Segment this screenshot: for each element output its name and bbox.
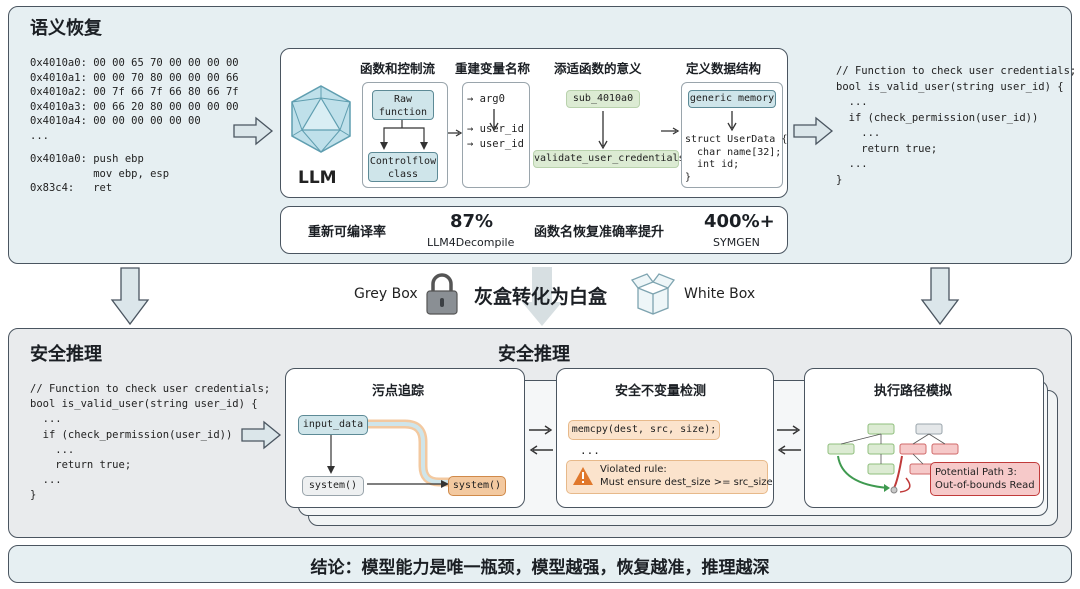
rename-lines: → arg0 → user_id → user_id — [467, 93, 524, 150]
reasoning-code-block: // Function to check user credentials; b… — [30, 383, 271, 502]
recompile-rate-source: LLM4Decompile — [427, 236, 515, 249]
center-down-arrow-icon — [522, 267, 562, 326]
arrow-right-icon — [448, 129, 463, 137]
reasoning-input-arrow-icon — [241, 420, 282, 450]
warning-icon — [573, 467, 593, 485]
struct-arrow-down-icon — [727, 111, 737, 132]
potential-path-note: Potential Path 3: Out-of-bounds Read — [930, 462, 1040, 496]
function-meaning-title: 添适函数的意义 — [554, 61, 642, 76]
sub-4010a0-tag: sub_4010a0 — [566, 90, 640, 108]
assembly-block: 0x4010a0: push ebp mov ebp, esp 0x83c4: … — [30, 153, 170, 194]
name-recovery-label: 函数名恢复准确率提升 — [534, 225, 665, 240]
padlock-icon — [426, 273, 458, 315]
recovered-code-block: // Function to check user credentials; b… — [836, 65, 1077, 186]
control-flow-title: 函数和控制流 — [360, 61, 436, 76]
name-recovery-source: SYMGEN — [713, 236, 760, 249]
recompile-rate-label: 重新可编译率 — [308, 225, 387, 240]
raw-function-node: Raw function — [372, 90, 434, 120]
llm-icosahedron-icon — [291, 85, 351, 153]
invariant-ellipsis: ... — [580, 444, 600, 457]
open-box-icon — [630, 273, 676, 315]
rename-variables-title: 重建变量名称 — [455, 61, 531, 76]
rename-subbox — [462, 82, 530, 188]
right-down-arrow-icon — [920, 267, 960, 326]
semantic-recovery-title: 语义恢复 — [30, 18, 102, 39]
output-arrow-icon — [793, 116, 834, 146]
invariant-path-arrows-icon — [777, 425, 801, 455]
security-reasoning-title-center: 安全推理 — [498, 344, 570, 365]
stats-box — [280, 206, 788, 254]
memcpy-call: memcpy(dest, src, size); — [568, 420, 720, 440]
input-data-source-node: input_data — [298, 415, 368, 435]
system-call-node-1: system() — [302, 476, 364, 496]
greybox-to-whitebox-title: 灰盒转化为白盒 — [474, 286, 608, 308]
violated-rule-box — [566, 460, 768, 494]
input-arrow-icon — [233, 116, 274, 146]
llm-label: LLM — [298, 168, 337, 188]
arrow-right-icon-2 — [661, 127, 680, 135]
grey-box-label: Grey Box — [354, 286, 418, 302]
recompile-rate-value: 87% — [450, 211, 494, 232]
data-structure-title: 定义数据结构 — [686, 61, 762, 76]
security-invariant-title: 安全不变量检测 — [615, 384, 707, 399]
taint-invariant-arrows-icon — [529, 425, 553, 455]
generic-memory-tag: generic memory — [688, 90, 776, 108]
left-down-arrow-icon — [110, 267, 150, 326]
security-reasoning-title-left: 安全推理 — [30, 344, 102, 365]
white-box-label: White Box — [684, 286, 756, 302]
hexdump-block: 0x4010a0: 00 00 65 70 00 00 00 00 0x4010… — [30, 57, 239, 142]
execution-path-graph — [827, 423, 959, 494]
taint-flow-graph — [327, 419, 480, 488]
validate-user-credentials-tag: validate_user_credentials — [533, 150, 685, 168]
path-simulation-title: 执行路径模拟 — [874, 384, 953, 399]
taint-tracking-title: 污点追踪 — [372, 384, 425, 399]
controlflow-class-node: Controlflow class — [368, 152, 438, 182]
arrow-down-icon — [489, 109, 499, 132]
system-call-node-2: system() — [448, 476, 506, 496]
meaning-arrow-down-icon — [598, 111, 608, 150]
conclusion-text: 结论：模型能力是唯一瓶颈，模型越强，恢复越准，推理越深 — [310, 558, 770, 578]
violated-rule-text: Violated rule: Must ensure dest_size >= … — [600, 464, 773, 488]
conclusion-bar — [8, 545, 1072, 583]
control-flow-connectors — [380, 120, 428, 150]
struct-code: struct UserData { char name[32]; int id;… — [685, 134, 788, 183]
name-recovery-value: 400%+ — [704, 211, 775, 232]
